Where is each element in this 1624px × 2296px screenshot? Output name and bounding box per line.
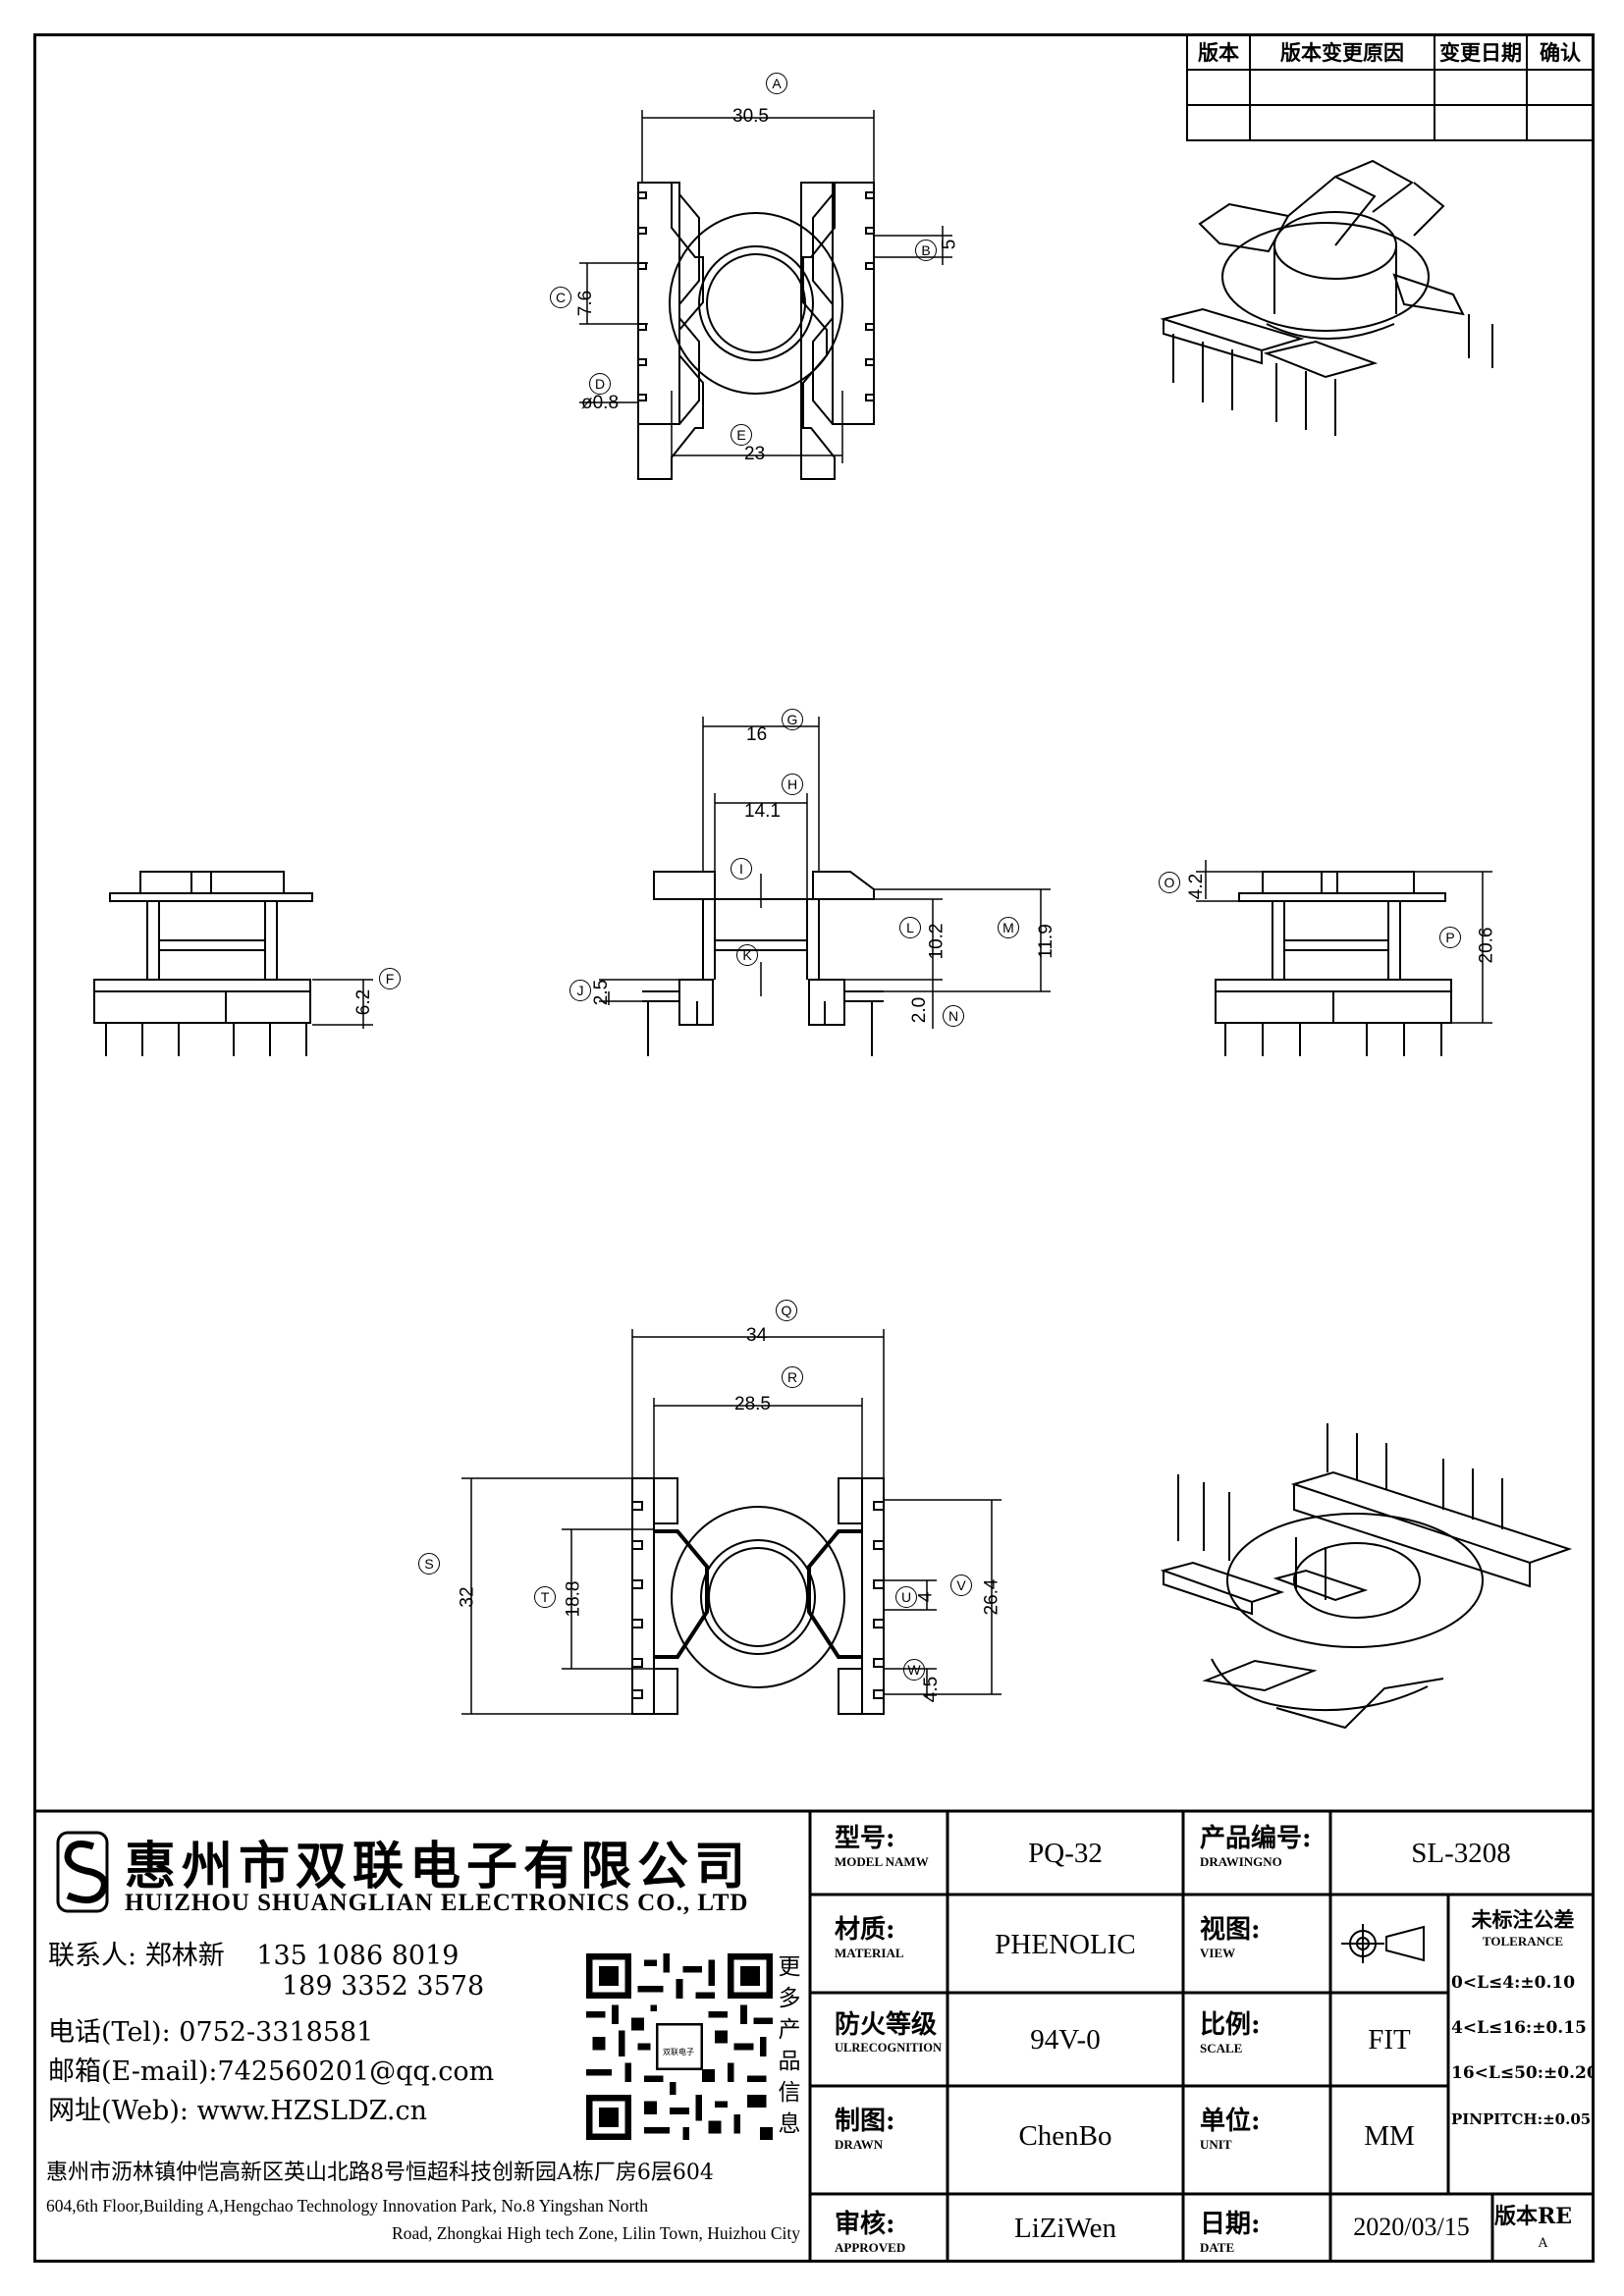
date-value: 2020/03/15 [1353,2213,1470,2241]
dim-O: 4.2 [1186,873,1208,900]
unit-label: 单位: UNIT [1200,2107,1261,2152]
scale-value: FIT [1368,2024,1411,2056]
unit-value: MM [1364,2120,1415,2152]
approved-label: 审核: APPROVED [835,2210,906,2255]
label-N: N [943,1005,964,1027]
label-J: J [569,980,591,1001]
dim-E: 23 [744,444,766,464]
label-H: H [782,774,803,795]
label-Q: Q [776,1300,797,1321]
dim-S: 32 [457,1586,478,1608]
rev-header-confirm: 确认 [1526,33,1595,71]
label-A: A [766,73,787,94]
dim-M: 11.9 [1035,924,1056,959]
dim-G: 16 [746,724,768,745]
dim-A: 30.5 [732,106,769,127]
dim-B: 5 [939,239,960,250]
bottom-view [461,1329,1001,1715]
dim-V: 26.4 [981,1578,1002,1616]
iso-view-2 [1160,1423,1573,1730]
rev-header-reason: 版本变更原因 [1249,33,1435,71]
flame-value: 94V-0 [1030,2024,1101,2056]
date-label: 日期: DATE [1200,2210,1261,2255]
phone-1: 135 1086 8019 [256,1941,460,1971]
more-info: 更 多 产 品 信 息 [778,1954,801,2137]
label-W: W [903,1659,925,1681]
contact-label: 联系人: [48,1941,137,1971]
rev-header-date: 变更日期 [1434,33,1528,71]
dim-Q: 34 [746,1325,768,1346]
title-block-grid [36,1809,1592,2260]
drawing-no-value: SL-3208 [1411,1838,1511,1869]
drawing-frame [33,33,1595,2263]
dim-L: 10.2 [926,923,947,960]
email-line: 邮箱(E-mail):742560201@qq.com [48,2056,495,2087]
label-K: K [736,944,758,966]
label-S: S [418,1553,440,1575]
label-B: B [915,240,937,261]
dim-U: 4 [915,1591,937,1603]
web-line[interactable]: 网址(Web): www.HZSLDZ.cn [48,2096,428,2126]
revision-table: 版本 版本变更原因 变更日期 确认 [1186,33,1595,141]
scale-label: 比例: SCALE [1200,2010,1261,2056]
company-block: 惠州市双联电子有限公司 HUIZHOU SHUANGLIAN ELECTRONI… [36,1811,810,2260]
rev-header-version: 版本 [1186,33,1251,71]
label-E: E [731,424,752,446]
contact-name: 郑林新 [144,1941,225,1971]
label-O: O [1159,872,1180,893]
label-F: F [379,968,401,989]
company-name-zh: 惠州市双联电子有限公司 [125,1837,752,1896]
drawn-value: ChenBo [1018,2120,1112,2152]
qr-caption: 双联电子 [663,2048,694,2056]
label-M: M [998,917,1019,938]
label-G: G [782,709,803,730]
dim-H: 14.1 [744,801,781,822]
dim-R: 28.5 [734,1394,771,1415]
label-U: U [895,1586,917,1608]
dim-C: 7.6 [575,290,597,317]
label-R: R [782,1366,803,1388]
drawn-label: 制图: DRAWN [835,2107,895,2152]
dim-W: 4.5 [921,1676,943,1703]
iso-view-1 [1160,159,1493,436]
tel-line: 电话(Tel): 0752-3318581 [48,2017,374,2048]
flame-label: 防火等级 ULRECOGNITION [835,2010,943,2055]
address-zh: 惠州市沥林镇仲恺高新区英山北路8号恒超科技创新园A栋厂房6层604 [46,2161,714,2185]
dim-T: 18.8 [563,1580,584,1618]
dim-F: 6.2 [353,988,375,1016]
label-T: T [534,1586,556,1608]
material-label: 材质: MATERIAL [835,1915,904,1960]
contact-person: 联系人: 郑林新 135 1086 8019 [48,1934,459,1972]
qr-code [586,1953,773,2140]
top-view [579,110,952,480]
address-en-1: 604,6th Floor,Building A,Hengchao Techno… [46,2196,648,2216]
dim-J: 2.5 [591,979,613,1006]
drawing-no-label: 产品编号: DRAWINGNO [1200,1824,1312,1869]
label-C: C [550,287,571,308]
label-I: I [731,858,752,880]
label-D: D [589,373,611,395]
label-L: L [899,917,921,938]
material-value: PHENOLIC [995,1929,1136,1960]
approved-value: LiZiWen [1014,2213,1116,2244]
side-view-middle [599,717,1051,1056]
tolerance-block: 未标注公差 TOLERANCE 0<L≤4:±0.10 4<L≤16:±0.15… [1451,1907,1595,2128]
address-en-2: Road, Zhongkai High tech Zone, Lilin Tow… [392,2223,800,2243]
side-view-right [1196,860,1492,1056]
view-label: 视图: VIEW [1200,1915,1261,1960]
side-view-left [93,871,373,1056]
company-logo [56,1831,109,1913]
phone-2: 189 3352 3578 [282,1971,485,2002]
label-V: V [950,1575,972,1596]
projection-symbol [1341,1924,1425,1963]
model-value: PQ-32 [1028,1838,1103,1869]
version-cell: 版本RE A [1494,2204,1573,2251]
dim-D: ø0.8 [581,393,620,413]
company-name-en: HUIZHOU SHUANGLIAN ELECTRONICS CO., LTD [125,1890,749,1916]
dim-N: 2.0 [909,996,931,1024]
label-P: P [1439,927,1461,948]
model-label: 型号: MODEL NAMW [835,1824,929,1869]
dim-P: 20.6 [1476,927,1497,964]
